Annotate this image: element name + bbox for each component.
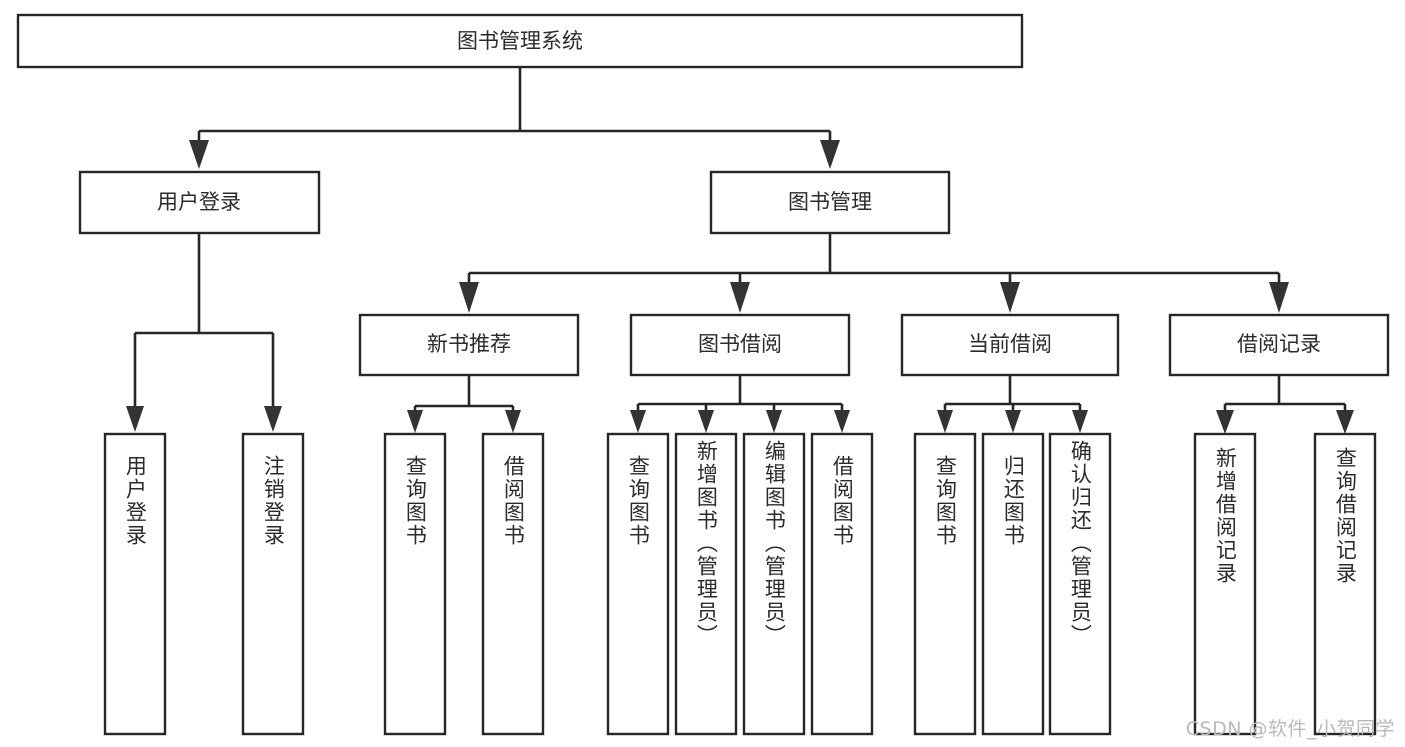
node-borrow-record-rect[interactable]	[1168, 313, 1390, 377]
leaf-return-book-rect[interactable]	[981, 432, 1045, 736]
node-current-borrow-rect[interactable]	[900, 313, 1120, 377]
leaf-query-book-1-rect[interactable]	[383, 432, 447, 736]
leaf-borrow-book-2-rect[interactable]	[810, 432, 874, 736]
leaf-borrow-book-1-rect[interactable]	[481, 432, 545, 736]
arrow-head-newbook-leaf1	[407, 410, 423, 433]
node-user-login-label: 用户登录	[157, 190, 241, 214]
arrow-head-newbook	[459, 282, 479, 313]
leaf-query-record-rect[interactable]	[1313, 432, 1377, 736]
connector-group-newbook-children	[407, 375, 521, 433]
leaf-edit-book-rect[interactable]	[742, 432, 806, 736]
connector-group-bookborrow-children	[630, 375, 850, 433]
leaf-user-login-rect[interactable]	[103, 432, 167, 736]
node-borrow-record-label: 借阅记录	[1237, 332, 1321, 356]
arrow-head-borrowrecord-leaf1	[1216, 410, 1234, 434]
leaf-nodes-book-borrow	[606, 432, 874, 736]
connector-group-currentborrow-children	[937, 375, 1088, 433]
leaf-query-book-3-rect[interactable]	[913, 432, 977, 736]
watermark-text: CSDN @软件_小贺同学	[1185, 718, 1395, 740]
arrow-head-bookborrow-leaf1	[630, 410, 646, 433]
node-borrow-record[interactable]: 借阅记录	[1168, 313, 1390, 377]
node-user-login[interactable]: 用户登录	[78, 170, 321, 235]
node-root-label: 图书管理系统	[457, 29, 583, 53]
leaf-nodes-user-login	[103, 432, 305, 736]
node-book-borrow-rect[interactable]	[629, 313, 851, 377]
leaf-nodes-new-book-recommend	[383, 432, 545, 736]
leaf-add-record-rect[interactable]	[1193, 432, 1257, 736]
arrow-head-borrowrecord	[1269, 282, 1289, 313]
node-new-book-recommend[interactable]: 新书推荐	[358, 313, 580, 377]
arrow-head-user-login-leaf	[126, 406, 144, 432]
node-book-management-label: 图书管理	[788, 190, 872, 214]
arrow-head-logout-leaf	[264, 406, 282, 432]
connector-group-bookmgmt	[459, 233, 1289, 313]
arrow-head-currentborrow-leaf1	[937, 410, 953, 433]
node-current-borrow[interactable]: 当前借阅	[900, 313, 1120, 377]
arrow-head-userlogin	[189, 140, 209, 169]
connector-group-borrowrecord-children	[1216, 375, 1354, 434]
node-book-management-rect[interactable]	[709, 170, 951, 235]
node-new-book-recommend-label: 新书推荐	[427, 332, 511, 356]
node-current-borrow-label: 当前借阅	[968, 332, 1052, 356]
node-new-book-recommend-rect[interactable]	[358, 313, 580, 377]
connector-group-root	[189, 67, 840, 169]
arrow-head-bookmgmt	[820, 140, 840, 169]
arrow-head-bookborrow-leaf4	[834, 410, 850, 433]
arrow-head-bookborrow-leaf2	[698, 410, 714, 433]
arrow-head-newbook-leaf2	[505, 410, 521, 433]
node-root[interactable]: 图书管理系统	[16, 13, 1024, 69]
leaf-confirm-return-rect[interactable]	[1048, 432, 1112, 736]
leaf-query-book-2-rect[interactable]	[606, 432, 670, 736]
node-user-login-rect[interactable]	[78, 170, 321, 235]
arrow-head-bookborrow	[730, 282, 750, 313]
node-root-rect[interactable]	[16, 13, 1024, 69]
leaf-logout-rect[interactable]	[241, 432, 305, 736]
arrow-head-currentborrow	[1000, 282, 1020, 313]
arrow-head-currentborrow-leaf3	[1072, 410, 1088, 433]
arrow-head-currentborrow-leaf2	[1005, 410, 1021, 433]
connector-group-userlogin	[126, 233, 282, 432]
node-book-borrow-label: 图书借阅	[698, 332, 782, 356]
leaf-add-book-rect[interactable]	[674, 432, 738, 736]
node-book-borrow[interactable]: 图书借阅	[629, 313, 851, 377]
leaf-nodes-current-borrow	[913, 432, 1112, 736]
node-book-management[interactable]: 图书管理	[709, 170, 951, 235]
arrow-head-bookborrow-leaf3	[766, 410, 782, 433]
leaf-nodes-borrow-record	[1193, 432, 1377, 736]
arrow-head-borrowrecord-leaf2	[1336, 410, 1354, 434]
